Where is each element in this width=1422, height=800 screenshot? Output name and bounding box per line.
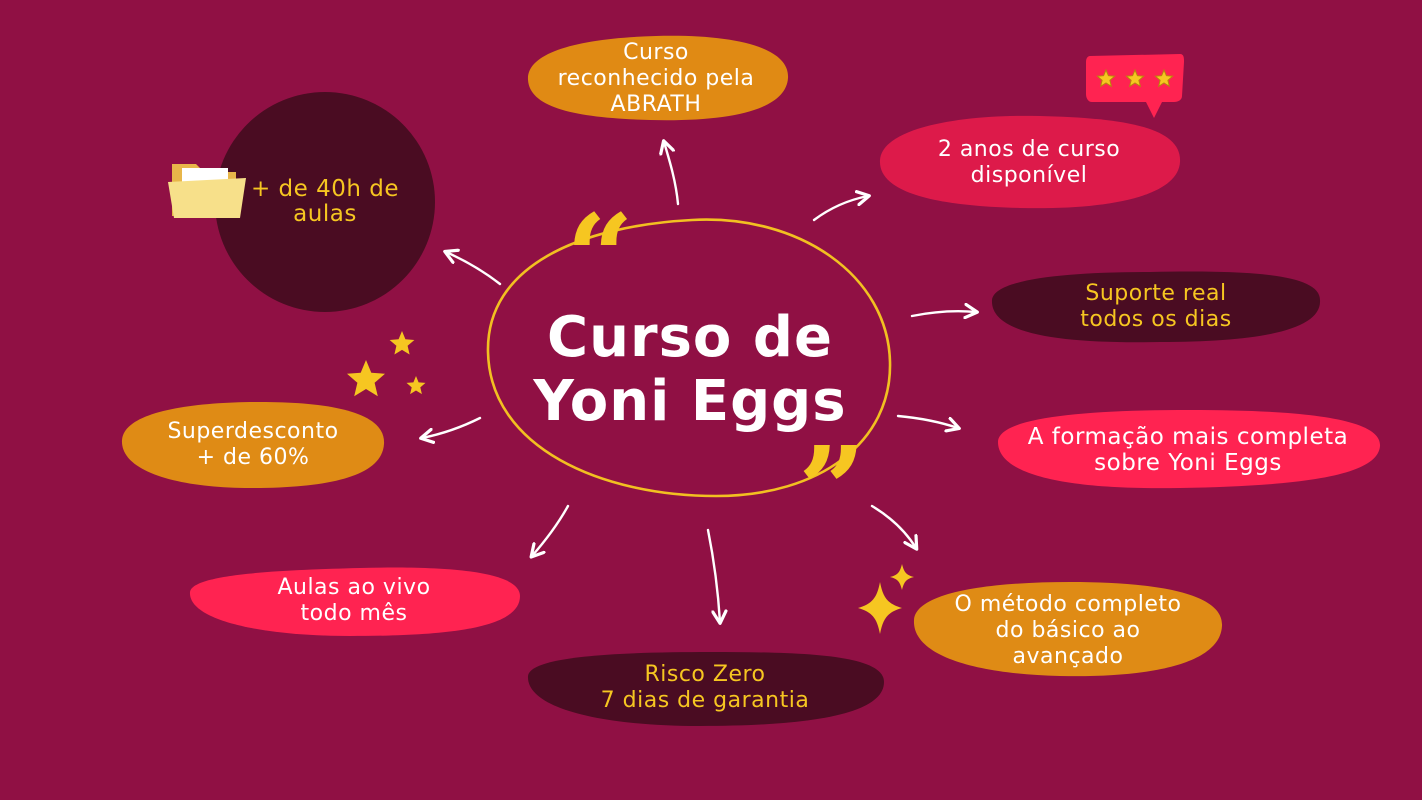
node-suporte-line: Suporte real — [1085, 281, 1227, 306]
arrow-to-abrath — [664, 142, 680, 206]
blob-suporte — [991, 271, 1321, 343]
rating-star-icon — [1096, 68, 1116, 88]
node-suporte-line: todos os dias — [1080, 307, 1232, 332]
arrow-to-risco — [706, 528, 720, 622]
decorative-stars — [347, 331, 426, 397]
node-metodo: O método completo do básico ao avançado — [912, 584, 1224, 678]
arrow-to-aulas-vivo — [532, 504, 570, 556]
center-title-line: Curso de — [547, 305, 833, 370]
node-formacao-line: A formação mais completa — [1027, 424, 1349, 450]
arrow-to-dois-anos — [812, 196, 868, 222]
arrow-to-suporte — [910, 311, 976, 316]
decorative-star-icon — [406, 376, 426, 395]
node-abrath: Curso reconhecido pela ABRATH — [524, 37, 788, 121]
node-dois-anos: 2 anos de curso disponível — [878, 118, 1180, 208]
node-horas-line: aulas — [293, 201, 357, 227]
node-dois-anos-line: 2 anos de curso — [937, 137, 1121, 162]
node-super-line: Superdesconto — [167, 419, 339, 444]
node-metodo-line: avançado — [1012, 644, 1124, 669]
rating-bubble-icon — [1086, 54, 1184, 118]
decorative-star-icon — [347, 360, 385, 397]
arrows — [422, 142, 976, 622]
arrow-to-formacao — [896, 414, 958, 428]
center-ring — [486, 218, 892, 498]
close-quote-mark: ” — [798, 420, 866, 559]
node-aulas-vivo-line: Aulas ao vivo — [277, 575, 431, 600]
node-metodo-line: do básico ao — [995, 618, 1141, 643]
node-suporte: Suporte real todos os dias — [990, 270, 1322, 344]
rating-star-icon — [1154, 68, 1174, 88]
decorative-star-icon — [389, 331, 415, 355]
arrow-to-horas — [446, 252, 502, 286]
node-super-line: + de 60% — [196, 445, 310, 470]
node-aulas-vivo-line: todo mês — [300, 601, 408, 626]
node-super: Superdesconto + de 60% — [120, 402, 386, 488]
blob-aulas-vivo — [189, 567, 521, 636]
node-abrath-line: Curso — [623, 40, 689, 65]
center-title: Curso de Yoni Eggs — [500, 300, 880, 440]
center-title-line: Yoni Eggs — [533, 369, 847, 434]
blob-risco — [527, 652, 884, 726]
node-dois-anos-line: disponível — [970, 163, 1088, 188]
node-metodo-line: O método completo — [954, 592, 1182, 617]
sparkle-large-icon — [858, 582, 902, 634]
rating-star-icon — [1125, 68, 1145, 88]
blob-formacao — [998, 410, 1381, 489]
blob-abrath — [527, 35, 789, 121]
blob-dois-anos — [879, 115, 1181, 209]
node-risco-line: 7 dias de garantia — [600, 688, 810, 713]
arrow-to-metodo — [870, 504, 916, 548]
node-formacao: A formação mais completa sobre Yoni Eggs — [996, 410, 1380, 490]
node-risco-line: Risco Zero — [644, 662, 766, 687]
folder-icon — [168, 164, 246, 218]
arrow-to-super — [422, 416, 482, 438]
open-quote-mark: “ — [566, 188, 634, 327]
node-risco: Risco Zero 7 dias de garantia — [526, 650, 884, 726]
node-formacao-line: sobre Yoni Eggs — [1094, 450, 1282, 476]
node-aulas-vivo: Aulas ao vivo todo mês — [188, 565, 520, 637]
sparkle-small-icon — [890, 564, 914, 590]
blob-horas — [215, 92, 435, 312]
node-horas: + de 40h de aulas — [214, 100, 436, 304]
node-abrath-line: reconhecido pela — [557, 66, 755, 91]
blob-super — [121, 402, 385, 488]
node-abrath-line: ABRATH — [610, 92, 702, 117]
blob-metodo — [913, 582, 1223, 677]
node-horas-line: + de 40h de — [250, 176, 400, 202]
